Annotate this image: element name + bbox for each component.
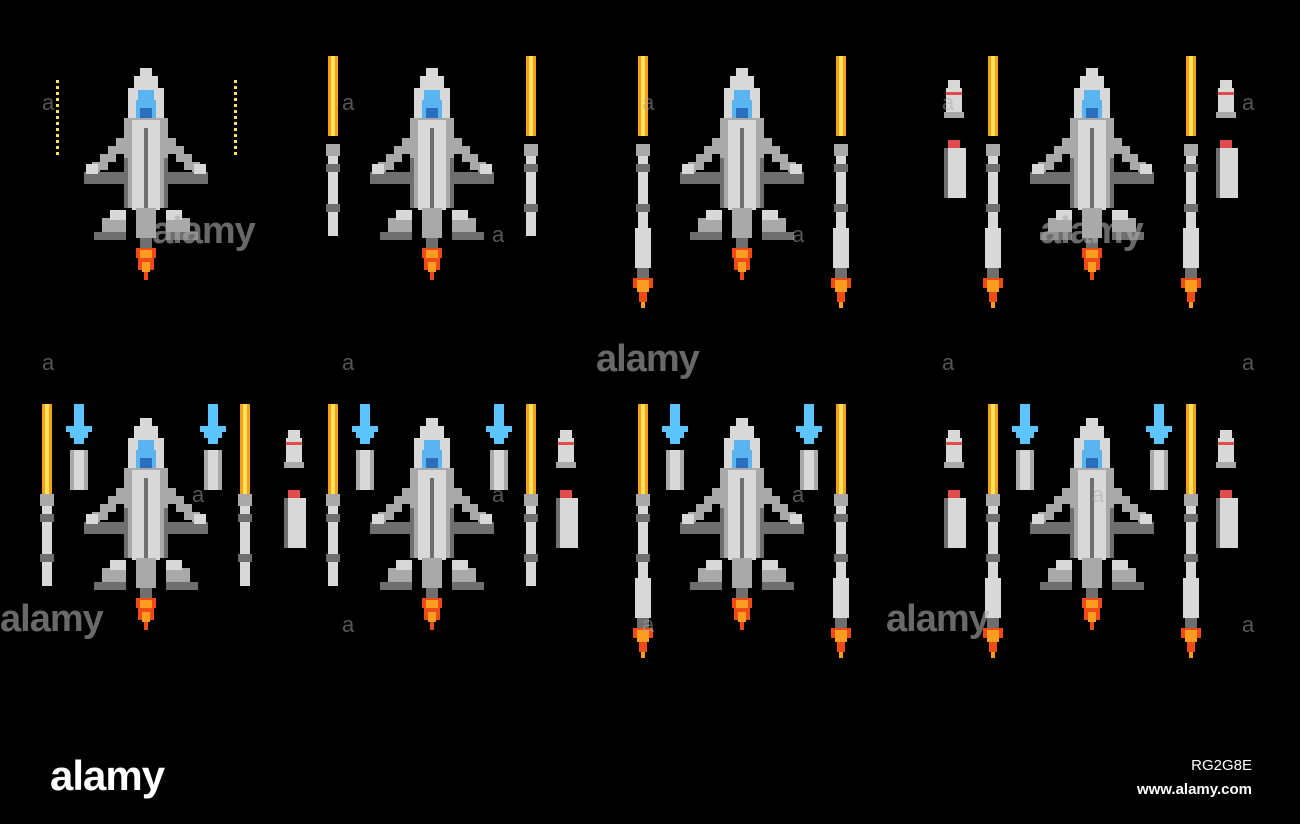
- ship-lasers-downwards-boosters-missiles: [944, 404, 1238, 658]
- footer-url: www.alamy.com: [1136, 781, 1252, 798]
- ship-lasers-downwards-missiles: [284, 404, 578, 630]
- footer-image-id: RG2G8E: [1191, 757, 1252, 774]
- ship-lasers-downwards: [40, 404, 252, 630]
- ship-twin-lasers: [326, 56, 538, 280]
- ship-lasers-downwards-boosters: [633, 404, 851, 658]
- ship-basic: [56, 68, 237, 280]
- footer-brand-logo: alamy: [50, 752, 165, 799]
- ship-twin-lasers-boosters-missiles: [944, 56, 1238, 308]
- ship-twin-lasers-boosters: [633, 56, 851, 308]
